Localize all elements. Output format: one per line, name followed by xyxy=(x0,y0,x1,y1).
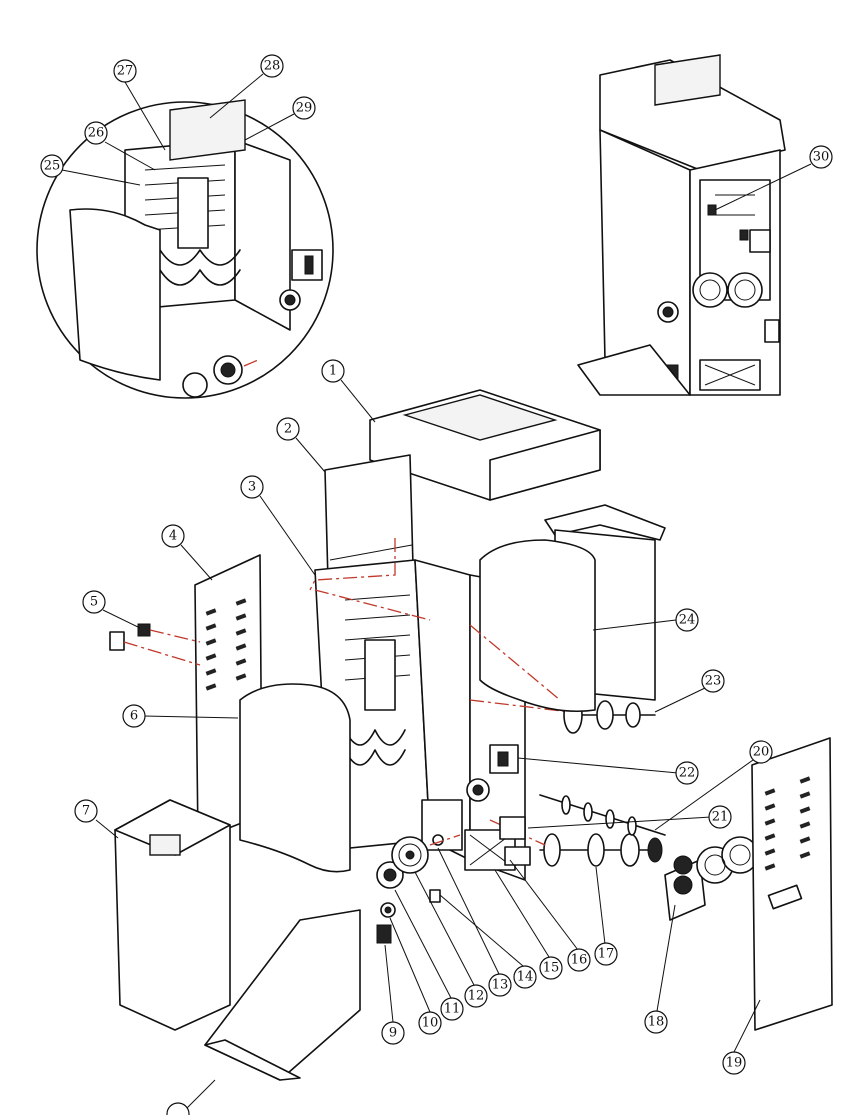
callout-7: 7 xyxy=(74,799,98,823)
svg-text:30: 30 xyxy=(813,150,830,165)
callout-20: 20 xyxy=(749,740,773,764)
callout-5: 5 xyxy=(82,590,106,614)
svg-text:2: 2 xyxy=(284,422,292,437)
svg-text:15: 15 xyxy=(543,961,560,976)
callout-10: 10 xyxy=(418,1011,442,1035)
callout-2: 2 xyxy=(276,417,300,441)
vent-slots-right xyxy=(764,776,811,871)
callout-28: 28 xyxy=(260,54,284,78)
svg-text:3: 3 xyxy=(248,480,256,495)
detail-inner-assembly xyxy=(69,99,323,398)
part-small-components xyxy=(376,834,461,944)
callout-25: 25 xyxy=(40,154,64,178)
leader-lines xyxy=(61,73,812,1111)
svg-text:27: 27 xyxy=(117,64,134,79)
callout-13: 13 xyxy=(488,973,512,997)
part-small-brackets xyxy=(109,623,201,666)
svg-text:18: 18 xyxy=(648,1015,665,1030)
callout-30: 30 xyxy=(809,145,833,169)
svg-text:4: 4 xyxy=(169,529,177,544)
callout-14: 14 xyxy=(513,965,537,989)
callout-17: 17 xyxy=(594,942,618,966)
part-top-hopper xyxy=(369,389,601,501)
svg-text:16: 16 xyxy=(571,953,588,968)
svg-text:29: 29 xyxy=(296,101,313,116)
callout-3: 3 xyxy=(240,475,264,499)
part-drip-tray xyxy=(204,909,361,1081)
callout-19: 19 xyxy=(722,1051,746,1075)
callout-cropped xyxy=(166,1102,190,1115)
svg-text:10: 10 xyxy=(422,1016,439,1031)
svg-text:17: 17 xyxy=(598,947,615,962)
part-front-door xyxy=(114,799,231,1031)
callout-23: 23 xyxy=(701,669,725,693)
assembled-unit-view xyxy=(577,54,786,396)
svg-text:26: 26 xyxy=(88,126,105,141)
part-motor-assembly xyxy=(664,836,759,921)
callout-18: 18 xyxy=(644,1010,668,1034)
svg-text:23: 23 xyxy=(705,674,722,689)
callout-4: 4 xyxy=(161,524,185,548)
svg-text:1: 1 xyxy=(329,364,337,379)
callout-12: 12 xyxy=(464,984,488,1008)
callout-11: 11 xyxy=(440,997,464,1021)
svg-text:21: 21 xyxy=(712,810,729,825)
svg-text:12: 12 xyxy=(468,989,485,1004)
svg-text:11: 11 xyxy=(444,1002,461,1017)
part-terminal-blocks xyxy=(466,744,531,866)
callout-15: 15 xyxy=(539,956,563,980)
svg-text:7: 7 xyxy=(82,804,90,819)
callout-24: 24 xyxy=(675,608,699,632)
svg-text:19: 19 xyxy=(726,1056,743,1071)
vent-slots-left xyxy=(205,598,247,691)
callout-9: 9 xyxy=(381,1021,405,1045)
callout-16: 16 xyxy=(567,948,591,972)
svg-text:20: 20 xyxy=(753,745,770,760)
callout-1: 1 xyxy=(321,359,345,383)
callout-6: 6 xyxy=(122,704,146,728)
assembly-guide-lines xyxy=(309,538,561,701)
svg-text:22: 22 xyxy=(679,766,696,781)
part-front-curved-panel xyxy=(239,683,351,873)
svg-text:13: 13 xyxy=(492,978,509,993)
callout-bubbles: 1 2 3 4 5 6 7 9 10 11 12 13 14 15 16 17 … xyxy=(40,54,833,1115)
svg-text:14: 14 xyxy=(517,970,534,985)
callout-29: 29 xyxy=(292,96,316,120)
svg-text:5: 5 xyxy=(90,595,98,610)
callout-21: 21 xyxy=(708,805,732,829)
svg-text:28: 28 xyxy=(264,59,281,74)
svg-text:25: 25 xyxy=(44,159,61,174)
svg-text:24: 24 xyxy=(679,613,696,628)
callout-22: 22 xyxy=(675,761,699,785)
callout-27: 27 xyxy=(113,59,137,83)
svg-text:6: 6 xyxy=(130,709,138,724)
svg-text:9: 9 xyxy=(389,1026,397,1041)
part-spacer-shaft xyxy=(539,794,666,836)
callout-26: 26 xyxy=(84,121,108,145)
part-right-vent-panel xyxy=(751,737,833,1031)
detail-view-circle xyxy=(36,99,334,399)
part-right-curved-panel xyxy=(479,504,666,713)
